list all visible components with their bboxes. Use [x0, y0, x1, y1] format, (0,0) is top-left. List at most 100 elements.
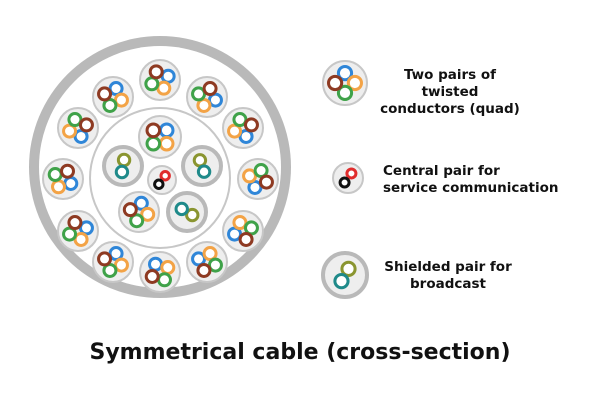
shielded-pair [321, 251, 369, 299]
olive-conductor [116, 152, 132, 168]
brown-conductor [122, 202, 138, 218]
legend-label-shielded: Shielded pair for broadcast [383, 259, 513, 293]
green-conductor [336, 84, 354, 102]
green-conductor [102, 97, 118, 113]
blue-conductor [160, 68, 176, 84]
shielded-pair [102, 145, 144, 187]
green-conductor [191, 86, 207, 102]
green-conductor [157, 272, 172, 288]
legend-quad-line1: Two pairs of twisted [403, 67, 497, 100]
orange-conductor [73, 231, 89, 247]
blue-conductor [108, 81, 124, 97]
quad [92, 76, 134, 118]
blue-conductor [78, 220, 94, 236]
quad [57, 107, 99, 149]
orange-conductor [232, 215, 248, 231]
teal-conductor [196, 164, 212, 179]
legend-label-service: Central pair for service communication [383, 163, 563, 197]
orange-conductor [62, 123, 78, 139]
orange-conductor [156, 80, 172, 96]
teal-conductor [333, 272, 350, 290]
cable-cross-section [29, 36, 291, 298]
brown-conductor [243, 117, 259, 133]
orange-conductor [202, 246, 218, 262]
quad-sheath [139, 251, 181, 293]
green-conductor [67, 112, 83, 128]
legend-service-line2: service communication [383, 180, 559, 196]
legend-shielded-line2: broadcast [410, 276, 486, 292]
green-conductor [232, 112, 248, 128]
shielded-pair [166, 191, 208, 233]
quad [92, 241, 134, 283]
diagram-caption: Symmetrical cable (cross-section) [89, 340, 511, 365]
service-pair [332, 162, 364, 194]
green-conductor [62, 226, 78, 242]
quad [139, 251, 181, 293]
quad [42, 158, 84, 200]
legend-symbols [321, 60, 369, 299]
blue-conductor [63, 176, 79, 191]
blue-conductor [207, 92, 223, 108]
service-pair [147, 165, 177, 195]
blue-conductor [238, 128, 254, 144]
blue-conductor [247, 179, 263, 195]
quad [186, 76, 228, 118]
red-conductor [345, 167, 358, 180]
olive-conductor [185, 207, 200, 223]
quad-sheath [118, 191, 160, 233]
black-conductor [338, 176, 351, 189]
green-conductor [129, 213, 145, 229]
brown-conductor [145, 122, 162, 139]
green-conductor [47, 167, 63, 182]
olive-conductor [340, 260, 357, 278]
green-conductor [253, 163, 269, 179]
blue-conductor [133, 195, 149, 211]
green-conductor [102, 262, 118, 278]
legend-label-quad: Two pairs of twisted conductors (quad) [380, 67, 520, 118]
brown-conductor [97, 251, 113, 267]
orange-conductor [51, 179, 66, 195]
brown-conductor [78, 117, 94, 133]
brown-conductor [202, 81, 218, 97]
orange-conductor [140, 206, 156, 222]
quad [222, 107, 264, 149]
orange-conductor [113, 92, 129, 108]
orange-conductor [242, 168, 258, 184]
orange-conductor [158, 135, 175, 152]
orange-conductor [160, 260, 176, 275]
red-conductor [159, 170, 171, 182]
legend-shielded-line1: Shielded pair for [384, 259, 512, 275]
brown-conductor [97, 86, 113, 102]
blue-conductor [336, 65, 354, 82]
black-conductor [153, 178, 165, 190]
quad [186, 241, 228, 283]
brown-conductor [148, 64, 164, 80]
green-conductor [207, 257, 223, 273]
quad-sheath [322, 60, 368, 106]
brown-conductor [67, 215, 83, 231]
quad-sheath [138, 115, 182, 159]
orange-conductor [346, 74, 363, 92]
brown-conductor [258, 174, 274, 190]
legend-quad-line2: conductors (quad) [380, 101, 520, 117]
quad-sheath [42, 158, 84, 200]
blue-conductor [73, 128, 89, 144]
brown-conductor [196, 262, 212, 278]
blue-conductor [158, 122, 175, 139]
teal-conductor [114, 164, 130, 180]
quad [57, 210, 99, 252]
teal-conductor [174, 201, 189, 217]
brown-conductor [60, 163, 75, 179]
legend-service-line1: Central pair for [383, 163, 500, 179]
quad [322, 60, 368, 106]
green-conductor [145, 135, 162, 152]
quad [139, 59, 181, 101]
shielded-pair [181, 145, 223, 187]
olive-conductor [192, 153, 208, 168]
quad [138, 115, 182, 159]
green-conductor [243, 220, 259, 236]
quad [237, 158, 279, 200]
orange-conductor [227, 123, 243, 139]
orange-conductor [196, 97, 212, 113]
quad [222, 210, 264, 252]
